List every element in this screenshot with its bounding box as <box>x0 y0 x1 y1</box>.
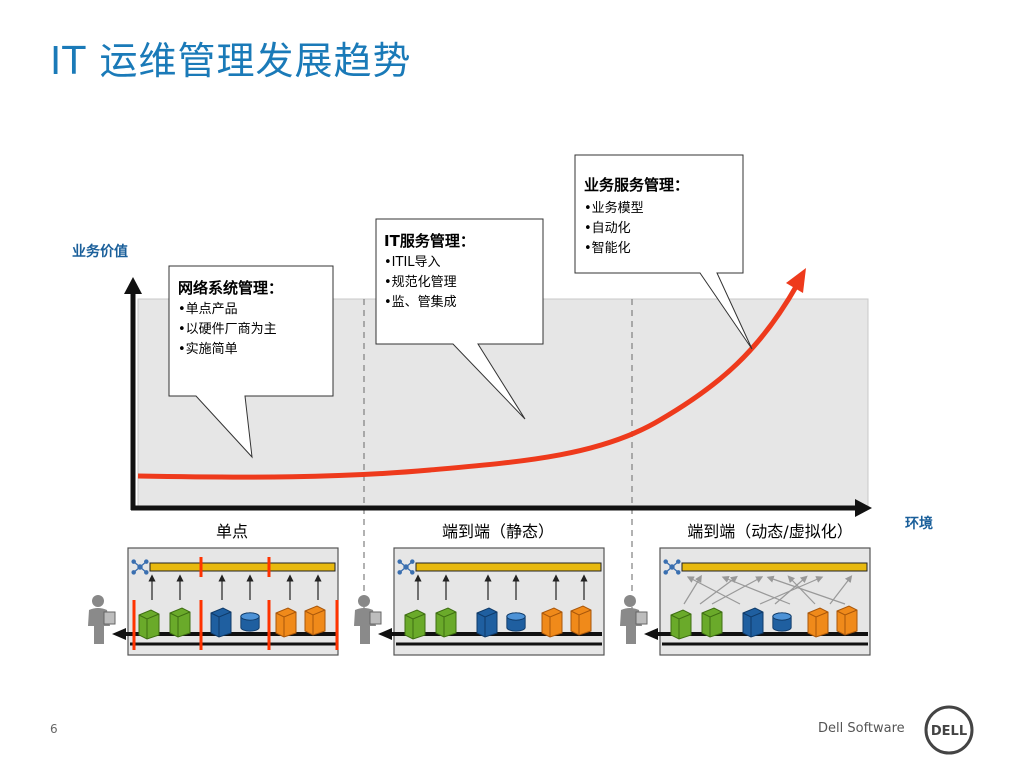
callout-item: •实施简单 <box>178 341 238 357</box>
footer-brand: Dell Software <box>818 721 905 736</box>
database-icon <box>240 612 260 632</box>
page-number: 6 <box>50 722 58 736</box>
y-axis-arrow <box>124 277 142 294</box>
orange-server-icon <box>836 605 858 636</box>
green-server-icon <box>701 607 723 638</box>
callout-item: •自动化 <box>584 221 631 236</box>
bus-bar <box>149 562 336 572</box>
callout-item: •规范化管理 <box>384 275 457 290</box>
green-server-icon <box>169 607 191 638</box>
orange-server-icon <box>304 605 326 636</box>
callout-item: •ITIL导入 <box>384 255 441 270</box>
blue-server-icon <box>476 607 498 638</box>
database-icon <box>772 612 792 632</box>
x-axis-arrow <box>855 499 872 517</box>
bus-bar <box>415 562 602 572</box>
stage-label-single: 单点 <box>216 522 248 541</box>
dell-logo: DELL <box>924 705 974 755</box>
callout-item: •业务模型 <box>584 200 644 216</box>
callout-title: 网络系统管理： <box>178 279 283 297</box>
x-axis-label: 环境 <box>905 515 933 532</box>
callout-item: •单点产品 <box>178 302 238 317</box>
callout-business-service-management: 业务服务管理： •业务模型 •自动化 •智能化 <box>574 154 753 350</box>
stage-panel-static <box>378 547 605 656</box>
stage-panel-dynamic <box>644 547 871 656</box>
user-icon <box>619 594 648 644</box>
page-title: IT 运维管理发展趋势 <box>50 39 412 83</box>
user-icon <box>87 594 116 644</box>
orange-server-icon <box>807 607 829 638</box>
callout-title: IT服务管理： <box>384 232 475 250</box>
green-server-icon <box>404 609 426 640</box>
stage-label-static: 端到端（静态） <box>442 522 554 541</box>
callout-it-service-management: IT服务管理： •ITIL导入 •规范化管理 •监、管集成 <box>375 218 544 420</box>
green-server-icon <box>670 609 692 640</box>
callout-network-management: 网络系统管理： •单点产品 •以硬件厂商为主 •实施简单 <box>168 265 334 459</box>
y-axis-label: 业务价值 <box>72 243 128 260</box>
blue-server-icon <box>210 607 232 638</box>
stage-panel-single <box>112 547 339 656</box>
callout-item: •监、管集成 <box>384 294 457 310</box>
logo-text: DELL <box>931 724 967 739</box>
trend-curve-arrow <box>786 268 806 293</box>
green-server-icon <box>435 607 457 638</box>
orange-server-icon <box>275 607 297 638</box>
user-icon <box>353 594 382 644</box>
stage-label-dynamic: 端到端（动态/虚拟化） <box>687 522 852 541</box>
green-server-icon <box>138 609 160 640</box>
database-icon <box>506 612 526 632</box>
trend-curve <box>137 283 800 480</box>
callout-title: 业务服务管理： <box>584 176 689 194</box>
callout-item: •以硬件厂商为主 <box>178 322 277 337</box>
orange-server-icon <box>570 605 592 636</box>
callout-item: •智能化 <box>584 241 631 256</box>
orange-server-icon <box>541 607 563 638</box>
blue-server-icon <box>742 607 764 638</box>
bus-bar <box>681 562 868 572</box>
